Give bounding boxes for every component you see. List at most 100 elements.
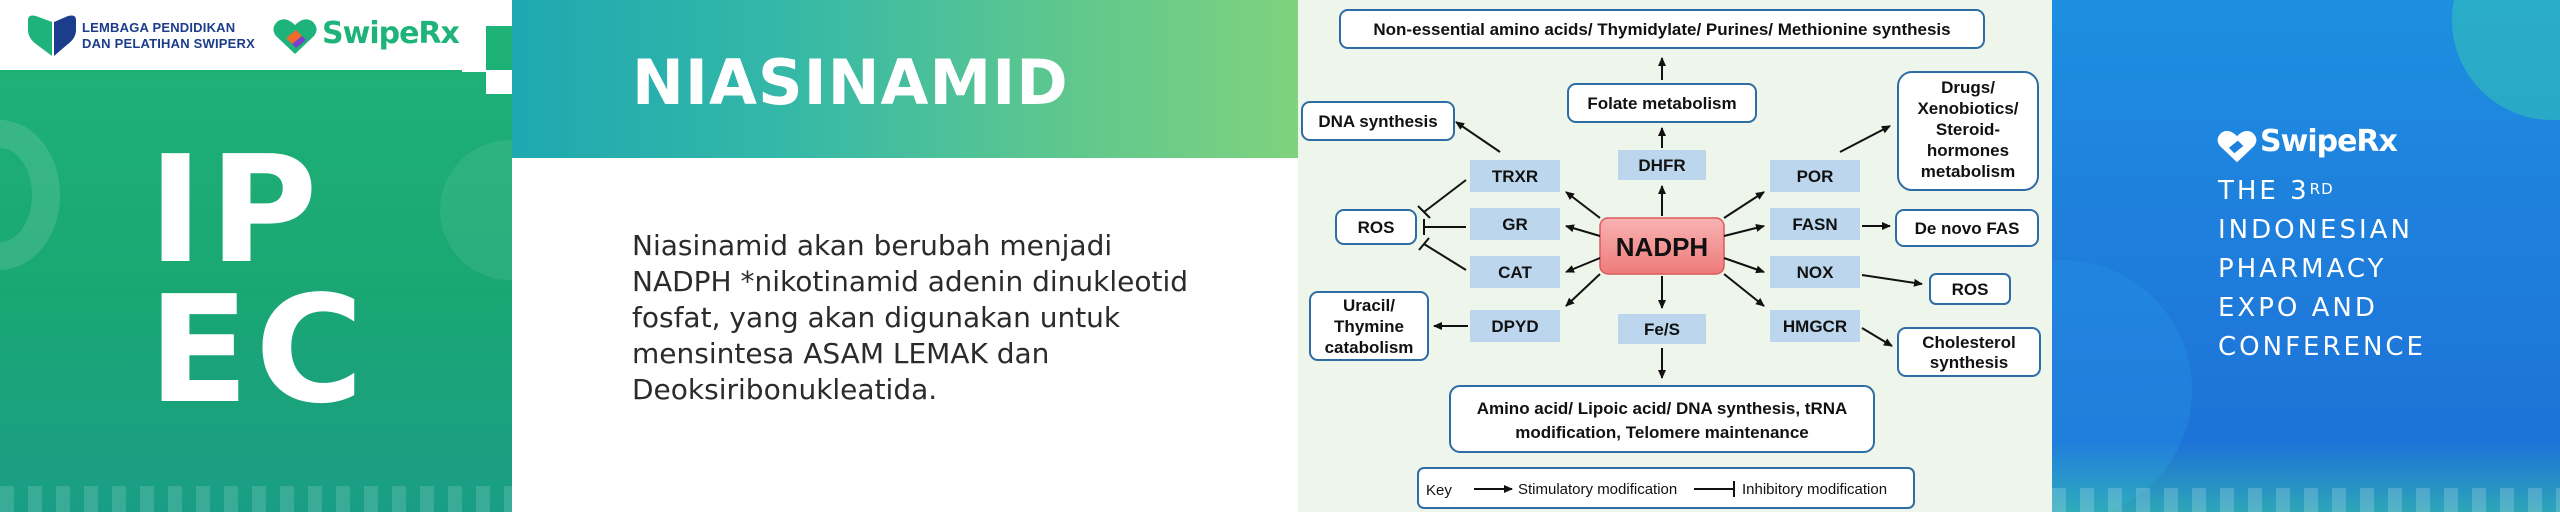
arrow — [1455, 121, 1501, 153]
ros-right-box — [1929, 273, 2011, 305]
drugs-line2: Xenobiotics/ — [1917, 99, 2018, 118]
slide-header — [512, 0, 1298, 158]
nadph-pathway-diagram: Non-essential amino acids/ Thymidylate/ … — [1298, 0, 2052, 512]
uracil-line1: Uracil/ — [1343, 296, 1395, 315]
presentation-slide: NIASINAMID Niasinamid akan berubah menja… — [512, 0, 1298, 512]
enzyme-box — [1470, 208, 1560, 240]
uracil-box — [1309, 291, 1429, 361]
lembaga-logo-icon — [28, 15, 76, 56]
expo-line1-prefix: THE 3 — [2218, 176, 2310, 206]
enzyme-nox: NOX — [1797, 263, 1835, 282]
floor-gradient — [2052, 442, 2560, 512]
slide-title: NIASINAMID — [632, 46, 1069, 119]
expo-line5: CONFERENCE — [2218, 332, 2426, 362]
swiperx-logo-icon — [2217, 130, 2257, 163]
floor-pattern — [2052, 488, 2560, 512]
arrow — [1565, 191, 1601, 219]
enzyme-dhfr: DHFR — [1638, 156, 1685, 175]
ros-left-box — [1335, 209, 1417, 245]
logo-bar — [0, 0, 486, 70]
expo-line3: PHARMACY — [2218, 254, 2387, 284]
org-name-line2: DAN PELATIHAN SWIPERX — [82, 36, 255, 51]
inhibit-bar — [1418, 237, 1430, 251]
denovo-fas-box — [1895, 209, 2039, 247]
floor-pattern — [0, 486, 512, 512]
pathway-svg: Non-essential amino acids/ Thymidylate/ … — [1301, 9, 2041, 509]
expo-line4: EXPO AND — [2218, 293, 2378, 323]
drugs-box — [1897, 71, 2039, 191]
arrow — [1565, 224, 1601, 237]
uracil-line3: catabolism — [1325, 338, 1414, 357]
enzyme-hmgcr: HMGCR — [1783, 317, 1847, 336]
nadph-node — [1599, 217, 1725, 275]
enzyme-fes: Fe/S — [1644, 320, 1680, 339]
expo-branding-panel: SwipeRx THE 3RD INDONESIAN PHARMACY EXPO… — [2052, 0, 2560, 512]
ipec-branding-panel: LEMBAGA PENDIDIKAN DAN PELATIHAN SWIPERX… — [0, 0, 512, 512]
bottom-outcome-line1: Amino acid/ Lipoic acid/ DNA synthesis, … — [1477, 399, 1848, 418]
decorative-circle — [440, 140, 512, 280]
org-name-line1: LEMBAGA PENDIDIKAN — [82, 20, 236, 35]
cholesterol-line1: Cholesterol — [1922, 333, 2016, 352]
arrow — [1839, 125, 1891, 153]
uracil-line2: Thymine — [1334, 317, 1404, 336]
expo-line1-sup: RD — [2309, 180, 2334, 198]
key-inhib-label: Inhibitory modification — [1742, 481, 1887, 498]
drugs-line5: metabolism — [1921, 162, 2015, 181]
ipec-line1: IP — [148, 124, 324, 296]
ros-right-label: ROS — [1952, 280, 1989, 299]
pixel-decoration — [462, 48, 486, 72]
swiperx-brand: SwipeRx — [2260, 124, 2398, 159]
arrow — [1861, 327, 1893, 347]
decorative-circle — [0, 120, 60, 270]
key-box — [1417, 467, 1915, 509]
arrow — [1723, 191, 1765, 219]
enzyme-cat: CAT — [1498, 263, 1532, 282]
arrow — [1565, 273, 1601, 307]
ipec-event-mark: IP EC — [148, 124, 378, 436]
enzyme-box — [1770, 310, 1860, 342]
swiperx-logo-icon — [273, 19, 317, 54]
decorative-blob — [2452, 0, 2560, 120]
org-name: LEMBAGA PENDIDIKAN DAN PELATIHAN SWIPERX — [82, 20, 255, 52]
expo-title: THE 3RD INDONESIAN PHARMACY EXPO AND CON… — [2218, 172, 2426, 367]
bottom-outcome-line2: modification, Telomere maintenance — [1515, 423, 1808, 442]
enzyme-fasn: FASN — [1792, 215, 1837, 234]
cholesterol-line2: synthesis — [1930, 353, 2008, 372]
enzyme-box — [1470, 310, 1560, 342]
outcome-top-label: Non-essential amino acids/ Thymidylate/ … — [1373, 20, 1950, 39]
folate-label: Folate metabolism — [1587, 94, 1736, 113]
denovo-fas-label: De novo FAS — [1915, 219, 2020, 238]
dna-synthesis-label: DNA synthesis — [1318, 112, 1437, 131]
slide-body-text: Niasinamid akan berubah menjadi NADPH *n… — [632, 229, 1189, 406]
ros-left-label: ROS — [1358, 218, 1395, 237]
enzyme-box — [1770, 160, 1860, 192]
drugs-line1: Drugs/ — [1941, 78, 1995, 97]
nadph-label: NADPH — [1616, 232, 1708, 262]
cholesterol-box — [1897, 327, 2041, 377]
enzyme-box — [1470, 160, 1560, 192]
arrow — [1723, 224, 1765, 237]
ipec-line2: EC — [148, 264, 370, 436]
enzyme-por: POR — [1797, 167, 1834, 186]
inhibit-line — [1423, 243, 1467, 271]
arrow — [1723, 273, 1765, 307]
enzyme-box — [1470, 256, 1560, 288]
drugs-line4: hormones — [1927, 141, 2009, 160]
drugs-line3: Steroid- — [1936, 120, 2000, 139]
inhibit-bar — [1417, 205, 1431, 219]
enzyme-box — [1770, 208, 1860, 240]
pixel-decoration — [486, 0, 512, 26]
enzyme-trxr: TRXR — [1492, 167, 1538, 186]
folate-box — [1567, 83, 1757, 123]
arrow — [1861, 274, 1923, 287]
enzyme-dpyd: DPYD — [1491, 317, 1538, 336]
enzyme-box — [1618, 150, 1706, 180]
outcome-top-box — [1339, 9, 1985, 49]
arrow — [1723, 257, 1765, 274]
enzyme-box — [1770, 256, 1860, 288]
expo-line2: INDONESIAN — [2218, 215, 2413, 245]
arrow — [1565, 257, 1601, 273]
key-label: Key — [1426, 482, 1452, 499]
expo-line1: THE 3RD — [2218, 172, 2426, 211]
enzyme-box — [1618, 314, 1706, 344]
